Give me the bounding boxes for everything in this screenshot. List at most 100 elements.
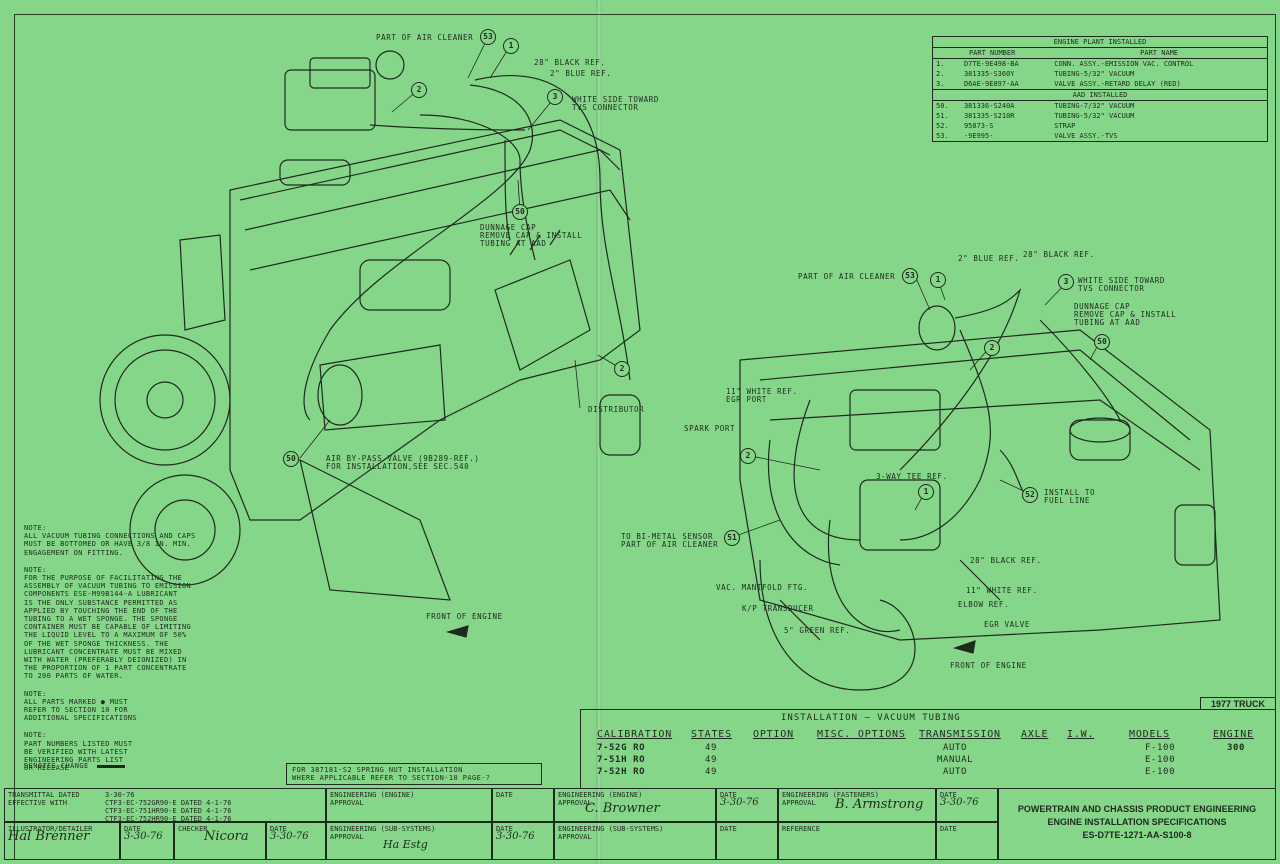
bypass-valve-label: AIR BY-PASS VALVE (9B289-REF.) — [326, 454, 480, 463]
part-name: VALVE ASSY.-RETARD DELAY (RED) — [1054, 80, 1181, 88]
callout-1: 1 — [930, 272, 946, 288]
checker-label: CHECKER — [178, 825, 208, 833]
eng-sub-signature: Ha Estg — [383, 838, 428, 851]
part-name: TUBING-5/32" VACUUM — [1054, 112, 1135, 120]
egr-port-label: EGR PORT — [726, 395, 767, 404]
right-dunnage-label-2: REMOVE CAP & INSTALL — [1074, 310, 1177, 319]
left-front-label: FRONT OF ENGINE — [426, 612, 503, 621]
parts-table: ENGINE PLANT INSTALLED PART NUMBER PART … — [932, 36, 1268, 142]
elbow-label: ELBOW REF. — [958, 600, 1010, 609]
right-dunnage-label-3: TUBING AT AAD — [1074, 318, 1141, 327]
models-cell: E-100 — [1145, 755, 1176, 765]
left-air-cleaner-label: PART OF AIR CLEANER — [376, 33, 474, 42]
plant-row: 2. 381335-S360Y TUBING-5/32" VACUUM — [933, 69, 1268, 79]
callout-50: 50 — [1094, 334, 1110, 350]
part-number: -9E995- — [963, 132, 994, 140]
col-calibration: CALIBRATION — [597, 729, 673, 740]
notes-block: NOTE: ALL VACUUM TUBING CONNECTIONS AND … — [24, 524, 214, 781]
black-28-label: 28" BLACK REF. — [970, 556, 1042, 565]
part-number: 381335-S360Y — [963, 70, 1015, 78]
part-item-no: 52. — [936, 122, 949, 130]
callout-2: 2 — [411, 82, 427, 98]
calibration-cell: 7-52H RO — [597, 767, 646, 777]
spring-nut-note: FOR 387181-S2 SPRING NUT INSTALLATION WH… — [286, 763, 542, 785]
col-states: STATES — [691, 729, 732, 740]
part-name: STRAP — [1054, 122, 1076, 130]
models-cell: E-100 — [1145, 767, 1176, 777]
callout-1: 1 — [918, 484, 934, 500]
calibration-cell: 7-52G RO — [597, 743, 646, 753]
vac-manifold-label: VAC. MANIFOLD FTG. — [716, 583, 809, 592]
eng-engine-date: 3-30-76 — [720, 797, 759, 808]
left-dunnage-label-3: TUBING AT AAD — [480, 239, 547, 248]
left-white-side-label: WHITE SIDE TOWARD — [572, 95, 659, 104]
part-number: 381336-S240A — [963, 102, 1015, 110]
plant-row: 3. D6AE-9E897-AA VALVE ASSY.-RETARD DELA… — [933, 79, 1268, 90]
part-number: D7TE-9E498-BA — [963, 60, 1019, 68]
transmission-cell: AUTO — [943, 767, 968, 777]
left-blue-ref-label: 2" BLUE REF. — [550, 69, 612, 78]
aad-row: 50. 381336-S240A TUBING-7/32" VACUUM — [933, 101, 1268, 112]
right-blue-ref-label: 2" BLUE REF. — [958, 254, 1020, 263]
aad-installed-title: AAD INSTALLED — [932, 89, 1268, 101]
callout-53: 53 — [480, 29, 496, 45]
calibration-cell: 7-51H RO — [597, 755, 646, 765]
plant-row: 1. D7TE-9E498-BA CONN. ASSY.-EMISSION VA… — [933, 59, 1268, 70]
callout-52: 52 — [1022, 487, 1038, 503]
distributor-label: DISTRIBUTOR — [588, 405, 645, 414]
checker-date: 3-30-76 — [270, 831, 309, 842]
aad-row: 53. -9E995- VALVE ASSY.-TVS — [933, 131, 1268, 142]
tee-label: 3-WAY TEE REF. — [876, 472, 948, 481]
part-number: 381335-S210R — [963, 112, 1015, 120]
callout-2: 2 — [984, 340, 1000, 356]
part-item-no: 50. — [936, 102, 949, 110]
date-cell: DATE 3-30-76 — [716, 788, 778, 822]
states-cell: 49 — [705, 767, 718, 777]
transmittal-cell: TRANSMITTAL DATED EFFECTIVE WITH 3-30-76… — [4, 788, 326, 823]
callout-2: 2 — [740, 448, 756, 464]
right-tvs-label: TVS CONNECTOR — [1078, 284, 1145, 293]
col-misc-options: MISC. OPTIONS — [817, 729, 906, 740]
org-line-2: ENGINE INSTALLATION SPECIFICATIONS — [1047, 817, 1227, 827]
org-line-1: POWERTRAIN AND CHASSIS PRODUCT ENGINEERI… — [1017, 804, 1257, 814]
left-black-ref-label: 28" BLACK REF. — [534, 58, 606, 67]
transmittal-date: 3-30-76 — [105, 791, 135, 799]
note-verify: NOTE: PART NUMBERS LISTED MUST BE VERIFI… — [24, 731, 133, 773]
part-name-header: PART NAME — [1051, 47, 1268, 59]
col-option: OPTION — [753, 729, 794, 740]
eng-engine-signature: C. Browner — [585, 801, 660, 816]
date-cell: DATE 3-30-76 — [936, 788, 998, 822]
aad-row: 52. 95873-S STRAP — [933, 121, 1268, 131]
denotes-change-label: DENOTES CHANGE — [24, 762, 89, 770]
green-5-label: 5" GREEN REF. — [784, 626, 851, 635]
page-fold — [596, 0, 602, 864]
transmittal-label: TRANSMITTAL DATED EFFECTIVE WITH — [8, 791, 80, 807]
bypass-valve-label-2: FOR INSTALLATION,SEE SEC.540 — [326, 462, 470, 471]
right-front-arrow — [952, 640, 976, 654]
eng-fasteners-date: 3-30-76 — [940, 797, 979, 808]
document-number: ES-D7TE-1271-AA-S100-8 — [1082, 830, 1192, 840]
eng-fasteners-signature: B. Armstrong — [835, 797, 924, 812]
col-transmission: TRANSMISSION — [919, 729, 1001, 740]
part-number: D6AE-9E897-AA — [963, 80, 1019, 88]
spark-port-label: SPARK PORT — [684, 424, 736, 433]
install-fuel-label: INSTALL TO — [1044, 488, 1096, 497]
right-dunnage-label: DUNNAGE CAP — [1074, 302, 1131, 311]
part-name: TUBING-7/32" VACUUM — [1054, 102, 1135, 110]
left-engine-drawing — [99, 50, 641, 601]
note-lubricant: NOTE: FOR THE PURPOSE OF FACILITATING TH… — [24, 565, 192, 681]
callout-53: 53 — [902, 268, 918, 284]
date-label: DATE — [940, 791, 957, 799]
plant-installed-title: ENGINE PLANT INSTALLED — [932, 36, 1268, 48]
aad-row: 51. 381335-S210R TUBING-5/32" VACUUM — [933, 111, 1268, 121]
illustrator-date: 3-30-76 — [124, 831, 163, 842]
illustrator-label: ILLUSTRATOR/DETAILER — [8, 825, 93, 833]
install-fuel-label-2: FUEL LINE — [1044, 496, 1091, 505]
callout-3: 3 — [547, 89, 563, 105]
bimetal-label: TO BI-METAL SENSOR — [621, 532, 714, 541]
date-cell: DATE — [716, 822, 778, 860]
checker-signature: Nicora — [204, 829, 249, 844]
callout-1: 1 — [503, 38, 519, 54]
date-label: DATE — [270, 825, 287, 833]
